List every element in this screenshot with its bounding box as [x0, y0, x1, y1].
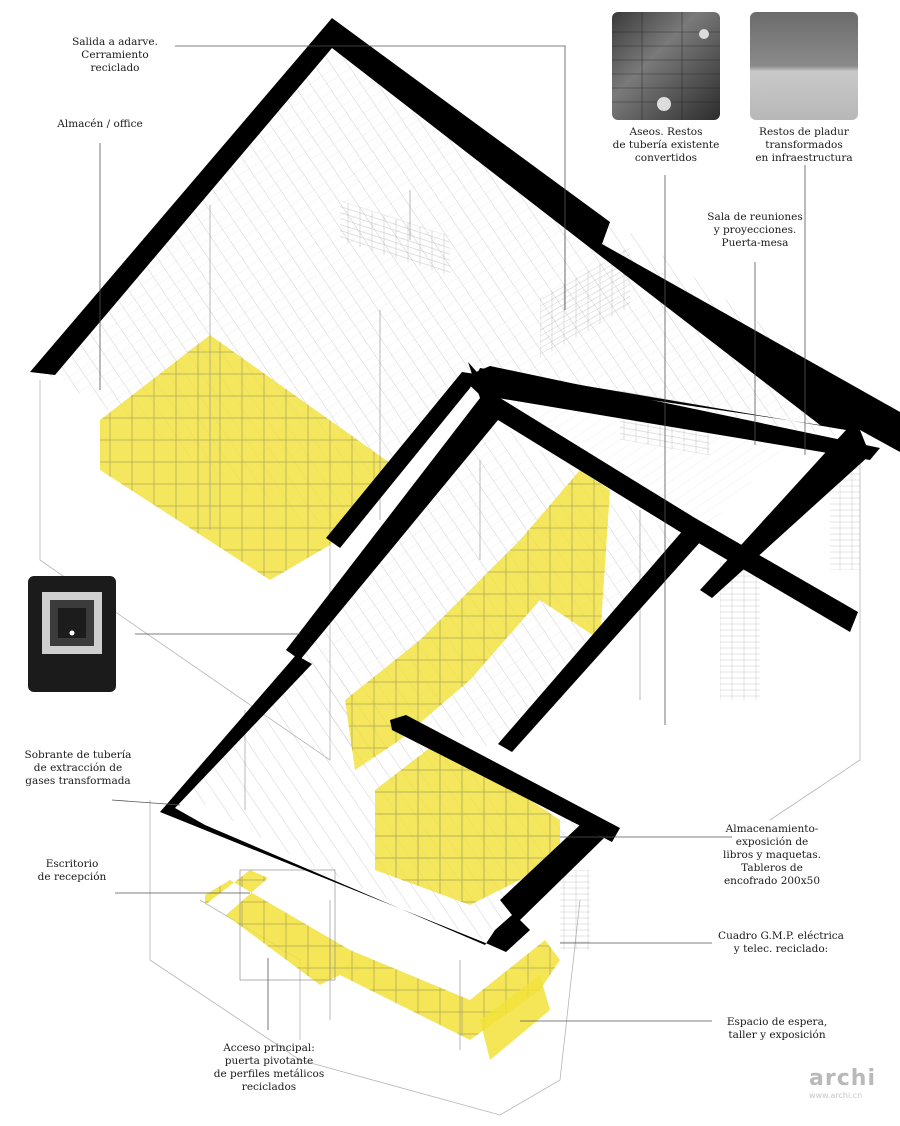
watermark-logo: archi www.archi.cn [809, 1066, 876, 1100]
photo-pladur [750, 12, 858, 120]
watermark-url: www.archi.cn [809, 1091, 863, 1100]
leader-lines [99, 45, 806, 1030]
label-aseos: Aseos. Restos de tubería existente conve… [612, 126, 720, 164]
label-sala: Sala de reuniones y proyecciones. Puerta… [707, 211, 803, 249]
photo-aseos [612, 12, 720, 120]
label-escritorio: Escritorio de recepción [37, 858, 107, 883]
walls [30, 18, 900, 952]
label-cuadro: Cuadro G.M.P. eléctrica y telec. recicla… [718, 930, 844, 955]
label-espacio: Espacio de espera, taller y exposición [726, 1016, 828, 1041]
label-restos-pladur: Restos de pladur transformados en infrae… [755, 126, 853, 164]
label-almacen: Almacén / office [57, 118, 143, 130]
watermark-brand: archi [809, 1066, 876, 1091]
label-salida: Salida a adarve. Cerramiento reciclado [72, 36, 158, 74]
label-sobrante: Sobrante de tubería de extracción de gas… [24, 749, 132, 787]
label-almacenamiento: Almacenamiento- exposición de libros y m… [723, 823, 821, 887]
yellow-shelving [100, 335, 610, 1060]
photo-extraccion [28, 576, 116, 692]
label-acceso: Acceso principal: puerta pivotante de pe… [213, 1042, 325, 1093]
